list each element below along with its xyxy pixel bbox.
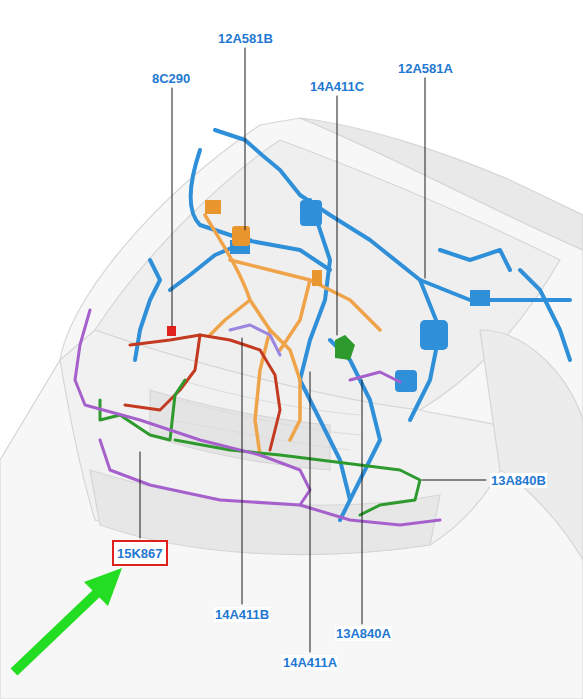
callout-number: 13A840B <box>490 473 547 488</box>
callout-number: 14A411A <box>282 655 338 670</box>
callout-number: 15K867 <box>117 546 163 561</box>
callout-number: 13A840A <box>335 626 392 641</box>
callout-number: 14A411C <box>309 79 365 94</box>
callout-number: 12A581B <box>217 31 274 46</box>
callout-number: 14A411B <box>214 607 270 622</box>
highlight-box: 15K867 <box>112 540 168 566</box>
callout-number: 12A581A <box>397 61 454 76</box>
callout-number: 8C290 <box>151 71 191 86</box>
